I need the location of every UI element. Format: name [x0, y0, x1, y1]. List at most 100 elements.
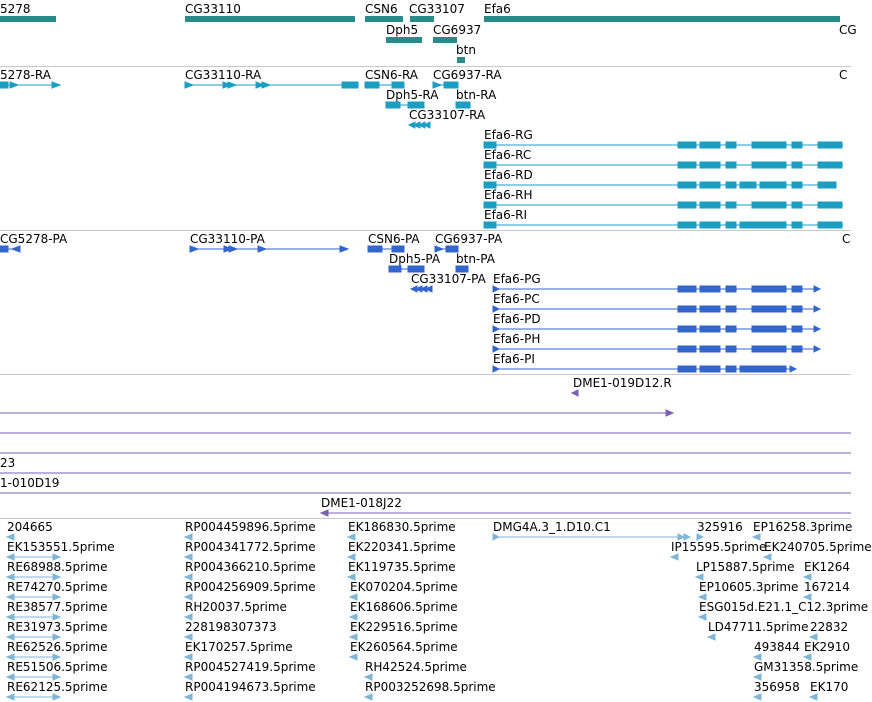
gene-label[interactable]: 5278 [0, 2, 31, 16]
transcript-label[interactable]: 5278-RA [0, 68, 51, 82]
est-label[interactable]: EK119735.5prime [348, 560, 456, 574]
transcript-label[interactable]: Efa6-RD [484, 168, 533, 182]
track-separator [0, 66, 851, 67]
est-label[interactable]: RE68988.5prime [7, 560, 108, 574]
est-label[interactable]: RH20037.5prime [185, 600, 287, 614]
transcript-label[interactable]: Efa6-RI [484, 208, 528, 222]
est-label[interactable]: RE31973.5prime [7, 620, 108, 634]
est-label[interactable]: EK229516.5prime [350, 620, 458, 634]
est-label[interactable]: 204665 [7, 520, 53, 534]
est-label[interactable]: EP10605.3prime [699, 580, 799, 594]
est-label[interactable]: EK186830.5prime [348, 520, 456, 534]
est-label[interactable]: RP003252698.5prime [365, 680, 496, 694]
gene-feature[interactable] [185, 16, 355, 22]
gene-label[interactable]: Dph5 [386, 23, 419, 37]
est-label[interactable]: EP16258.3prime [753, 520, 853, 534]
gene-label[interactable]: CG33110 [185, 2, 241, 16]
gene-feature[interactable] [365, 16, 403, 22]
transcript-label[interactable]: Efa6-RH [484, 188, 533, 202]
transcript-label[interactable]: Efa6-RC [484, 148, 532, 162]
est-label[interactable]: EK220341.5prime [348, 540, 456, 554]
clone-label[interactable]: 1-010D19 [0, 476, 60, 490]
est-label[interactable]: EK170257.5prime [185, 640, 293, 654]
gene-label[interactable]: CG33107 [409, 2, 465, 16]
est-label[interactable]: EK240705.5prime [764, 540, 872, 554]
protein-label[interactable]: Efa6-PD [493, 312, 541, 326]
gene-feature[interactable] [0, 16, 56, 22]
protein-label[interactable]: Efa6-PC [493, 292, 540, 306]
est-label[interactable]: EK070204.5prime [350, 580, 458, 594]
est-label[interactable]: LP15887.5prime [696, 560, 795, 574]
protein-label[interactable]: Efa6-PH [493, 332, 541, 346]
est-label[interactable]: RP004459896.5prime [185, 520, 316, 534]
est-label[interactable]: 167214 [804, 580, 850, 594]
gene-feature[interactable] [433, 37, 457, 43]
est-label[interactable]: 493844 [754, 640, 800, 654]
est-glyphs [5, 533, 818, 701]
protein-label[interactable]: CG5278-PA [0, 232, 68, 246]
protein-label[interactable]: CG33107-PA [411, 272, 486, 286]
transcript-label[interactable]: CG33107-RA [409, 108, 486, 122]
efa6-exon-cluster [677, 141, 843, 229]
est-label[interactable]: EK260564.5prime [350, 640, 458, 654]
efa6-protein-cluster [677, 285, 822, 373]
protein-label[interactable]: Efa6-PG [493, 272, 541, 286]
gene-feature[interactable] [386, 37, 422, 43]
clone-label[interactable]: DME1-018J22 [321, 496, 402, 510]
exon [0, 81, 9, 89]
est-label[interactable]: RP004527419.5prime [185, 660, 316, 674]
gene-label[interactable]: CG [839, 23, 857, 37]
clone-label[interactable]: 23 [0, 456, 16, 470]
est-label[interactable]: RP004341772.5prime [185, 540, 316, 554]
est-label[interactable]: RE62125.5prime [7, 680, 108, 694]
est-label[interactable]: 228198307373 [185, 620, 277, 634]
est-label[interactable]: RH42524.5prime [365, 660, 467, 674]
transcript-label[interactable]: btn-RA [456, 88, 497, 102]
protein-label[interactable]: CG6937-PA [435, 232, 503, 246]
est-label[interactable]: EK2910 [804, 640, 850, 654]
transcript-label[interactable]: CG33110-RA [185, 68, 262, 82]
protein-label[interactable]: CSN6-PA [368, 232, 420, 246]
gene-label[interactable]: Efa6 [484, 2, 511, 16]
protein-label[interactable]: Dph5-PA [389, 252, 441, 266]
gene-label[interactable]: btn [456, 43, 476, 57]
transcript-label[interactable]: C [839, 68, 848, 82]
transcript-label[interactable]: Dph5-RA [386, 88, 439, 102]
protein-label[interactable]: C [842, 232, 851, 246]
transcript-label[interactable]: Efa6-RG [484, 128, 533, 142]
est-label[interactable]: EK1264 [804, 560, 850, 574]
est-label[interactable]: 325916 [697, 520, 743, 534]
est-label[interactable]: RP004366210.5prime [185, 560, 316, 574]
est-label[interactable]: 22832 [810, 620, 849, 634]
est-label[interactable]: RP004194673.5prime [185, 680, 316, 694]
clone-label[interactable]: DME1-019D12.R [573, 376, 672, 390]
est-label[interactable]: 356958 [754, 680, 800, 694]
gene-label[interactable]: CSN6 [365, 2, 398, 16]
protein-label[interactable]: btn-PA [456, 252, 495, 266]
protein-label[interactable]: CG33110-PA [190, 232, 265, 246]
est-label[interactable]: RE38577.5prime [7, 600, 108, 614]
gene-label[interactable]: CG6937 [433, 23, 482, 37]
gene-feature[interactable] [410, 16, 434, 22]
transcript-label[interactable]: CG6937-RA [433, 68, 502, 82]
est-label[interactable]: ESG015d.E21.1_C12.3prime [699, 600, 869, 614]
est-label[interactable]: LD47711.5prime [708, 620, 809, 634]
est-label[interactable]: EK168606.5prime [350, 600, 458, 614]
gene-feature[interactable] [457, 57, 465, 63]
protein-label[interactable]: Efa6-PI [493, 352, 535, 366]
track-separator [0, 374, 851, 375]
est-label[interactable]: RE51506.5prime [7, 660, 108, 674]
est-label[interactable]: EK170 [810, 680, 849, 694]
est-label[interactable]: IP15595.5prime [671, 540, 767, 554]
est-label[interactable]: RE74270.5prime [7, 580, 108, 594]
gene-feature[interactable] [484, 16, 840, 22]
est-label[interactable]: DMG4A.3_1.D10.C1 [493, 520, 611, 534]
est-label[interactable]: RP004256909.5prime [185, 580, 316, 594]
transcript-label[interactable]: CSN6-RA [365, 68, 418, 82]
track-separator [0, 518, 851, 519]
est-label[interactable]: EK153551.5prime [7, 540, 115, 554]
est-label[interactable]: GM31358.5prime [754, 660, 859, 674]
clone-glyphs [0, 389, 851, 517]
est-label[interactable]: RE62526.5prime [7, 640, 108, 654]
